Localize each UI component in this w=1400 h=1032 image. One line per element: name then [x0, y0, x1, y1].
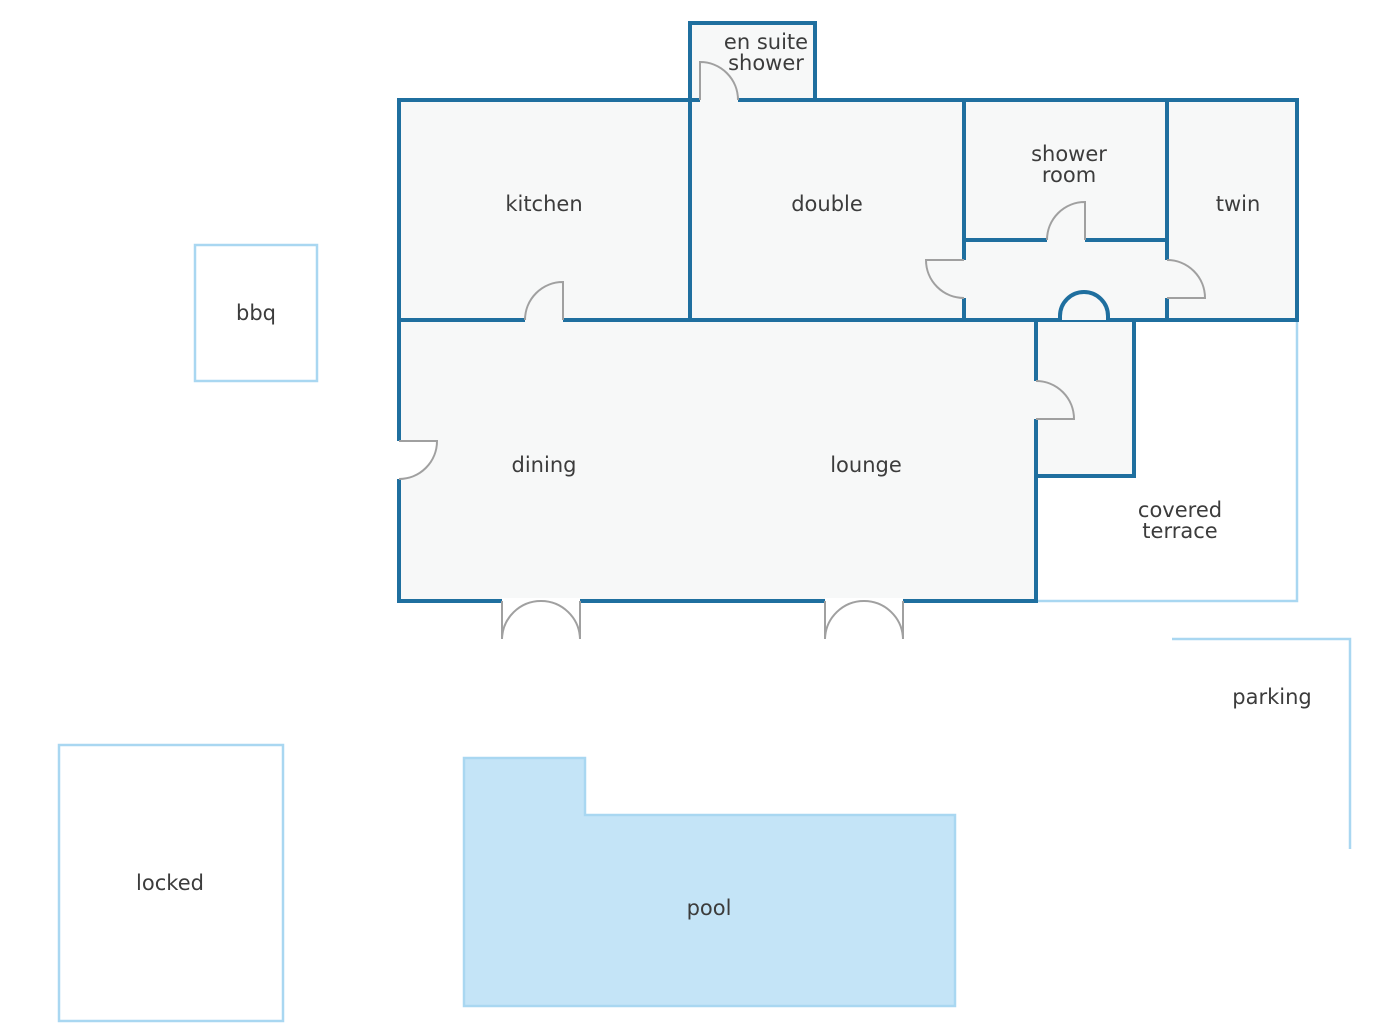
kitchen-label: kitchen — [505, 192, 582, 216]
en-suite-shower-label-line2: shower — [728, 51, 804, 75]
shower-room-label-line2: room — [1042, 163, 1096, 187]
pool — [462, 756, 957, 1008]
locked-area — [57, 743, 285, 1023]
door-dining-side — [398, 440, 439, 480]
french-doors-dining — [501, 600, 581, 640]
house-fill — [399, 100, 1297, 320]
door-kitchen — [524, 280, 564, 321]
parking-area — [1172, 637, 1352, 849]
french-doors-lounge — [824, 600, 904, 640]
lounge-label: lounge — [830, 453, 902, 477]
parking-label: parking — [1232, 685, 1311, 709]
en-suite-shower-label: en suite — [724, 30, 808, 54]
twin-label: twin — [1216, 192, 1261, 216]
door-hall — [1035, 380, 1076, 420]
locked-label: locked — [136, 871, 204, 895]
archway — [1058, 290, 1110, 320]
covered-terrace-label-line2: terrace — [1142, 519, 1217, 543]
door-en-suite — [699, 60, 739, 101]
door-double — [924, 259, 965, 299]
doors — [398, 60, 1207, 640]
door-twin — [1166, 259, 1207, 299]
shower-room-label: shower — [1031, 142, 1107, 166]
pool-label: pool — [687, 896, 732, 920]
door-shower-room — [1046, 200, 1086, 241]
living-fill — [399, 320, 1036, 601]
covered-terrace-outline — [1036, 320, 1299, 603]
bbq-area — [193, 243, 319, 383]
bbq-label: bbq — [236, 301, 276, 325]
double-label: double — [791, 192, 863, 216]
dining-label: dining — [512, 453, 577, 477]
covered-terrace-label: covered — [1138, 498, 1222, 522]
